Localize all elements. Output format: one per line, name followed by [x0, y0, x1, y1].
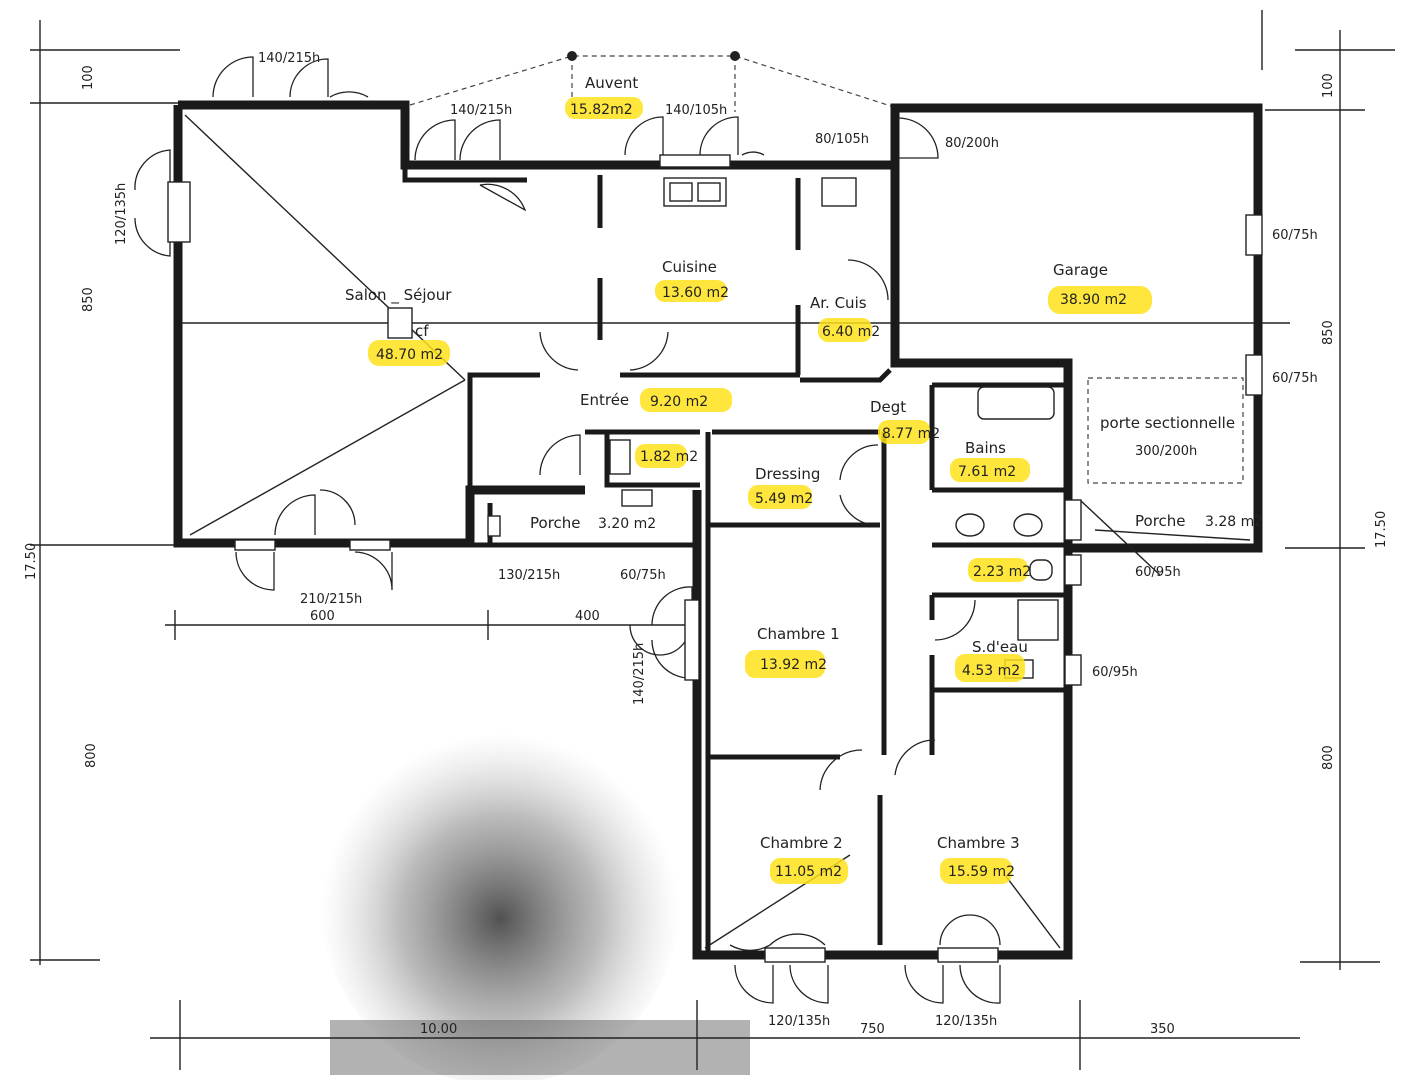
wc-2-bowl: [1029, 559, 1053, 581]
area-highlights: [368, 97, 1152, 884]
opening-label-vertical: 120/135h: [114, 183, 129, 245]
scan-smudge-base: [330, 1020, 750, 1075]
opening-label: 120/135h: [935, 1014, 997, 1029]
room-chambre2-area: 11.05 m2: [775, 864, 842, 880]
dim-left-total: 17.50: [24, 543, 39, 580]
room-labels: Auvent 15.82m2 Salon _ Séjour cf 48.70 m…: [345, 74, 1263, 880]
room-arcuis-area: 6.40 m2: [822, 324, 880, 340]
room-chambre3-area: 15.59 m2: [948, 864, 1015, 880]
dim-750: 750: [860, 1022, 885, 1037]
room-garage-area: 38.90 m2: [1060, 292, 1127, 308]
room-auvent-area: 15.82m2: [570, 102, 633, 118]
fixtures: [387, 177, 1059, 679]
room-porche-left-area: 3.20 m2: [598, 516, 656, 532]
room-chambre1-name: Chambre 1: [757, 625, 840, 643]
room-porche-right-area: 3.28 m2: [1205, 514, 1263, 530]
utility-sink: [821, 177, 857, 207]
opening-label: 140/215h: [258, 51, 320, 66]
room-entree-area: 9.20 m2: [650, 394, 708, 410]
bathtub: [977, 386, 1055, 420]
dimension-labels: 100 850 17.50 800 100 850 17.50 800 600 …: [24, 65, 1389, 1037]
dim-1000: 10.00: [420, 1022, 457, 1037]
room-dressing-area: 5.49 m2: [755, 491, 813, 507]
opening-label: 140/215h: [450, 103, 512, 118]
room-chambre2-name: Chambre 2: [760, 834, 843, 852]
room-chambre1-area: 13.92 m2: [760, 657, 827, 673]
opening-label: 60/75h: [1272, 228, 1318, 243]
dim-left-mid: 850: [81, 287, 96, 312]
windows: [167, 154, 1263, 963]
room-auvent-name: Auvent: [585, 74, 638, 92]
room-sdeau-area: 4.53 m2: [962, 663, 1020, 679]
room-arcuis-name: Ar. Cuis: [810, 294, 867, 312]
dim-400: 400: [575, 609, 600, 624]
room-deg-name: Degt: [870, 398, 906, 416]
interior-walls: [402, 165, 1065, 955]
opening-label: 60/75h: [1272, 371, 1318, 386]
opening-label: 60/75h: [620, 568, 666, 583]
sectional-door-label: porte sectionnelle: [1100, 414, 1235, 432]
room-salon-area: 48.70 m2: [376, 347, 443, 363]
opening-label-vertical: 140/215h: [632, 643, 647, 705]
opening-label: 210/215h: [300, 592, 362, 607]
room-bains-name: Bains: [965, 439, 1006, 457]
opening-label: 140/105h: [665, 103, 727, 118]
dim-right-mid: 850: [1321, 320, 1336, 345]
dim-right-bottom: 800: [1321, 745, 1336, 770]
room-garage-name: Garage: [1053, 261, 1108, 279]
scan-smudge: [320, 715, 680, 1080]
room-wc1-area: 1.82 m2: [640, 449, 698, 465]
opening-label: 60/95h: [1092, 665, 1138, 680]
opening-label: 80/200h: [945, 136, 999, 151]
room-porche-left-name: Porche: [530, 514, 581, 532]
room-deg-area: 8.77 m2: [882, 426, 940, 442]
room-wc2-area: 2.23 m2: [973, 564, 1031, 580]
dim-left-bottom: 800: [84, 743, 99, 768]
dim-350: 350: [1150, 1022, 1175, 1037]
room-cuisine-name: Cuisine: [662, 258, 717, 276]
room-dressing-name: Dressing: [755, 465, 820, 483]
opening-labels: 140/215h 140/215h 140/105h 80/105h 80/20…: [114, 51, 1318, 1029]
opening-label: 60/95h: [1135, 565, 1181, 580]
washbasin-2: [1013, 513, 1043, 537]
exterior-walls: [173, 100, 1263, 960]
room-chambre3-name: Chambre 3: [937, 834, 1020, 852]
room-bains-area: 7.61 m2: [958, 464, 1016, 480]
room-porche-right-name: Porche: [1135, 512, 1186, 530]
room-salon-cf: cf: [415, 322, 429, 340]
opening-label: 120/135h: [768, 1014, 830, 1029]
room-entree-name: Entrée: [580, 391, 629, 409]
auvent-canopy: [409, 51, 898, 112]
washbasin-1: [955, 513, 985, 537]
wc-1-bowl: [609, 439, 631, 475]
room-salon-name: Salon _ Séjour: [345, 286, 452, 305]
shower-tray: [1017, 599, 1059, 641]
opening-label: 80/105h: [815, 132, 869, 147]
sectional-door-zone: [1087, 377, 1244, 484]
room-sdeau-name: S.d'eau: [972, 638, 1028, 656]
dim-right-top: 100: [1321, 73, 1336, 98]
sectional-door-size: 300/200h: [1135, 444, 1197, 459]
salon-diagonals: [184, 114, 466, 536]
dim-600: 600: [310, 609, 335, 624]
dimension-lines: [30, 10, 1395, 1070]
dim-right-total: 17.50: [1374, 511, 1389, 548]
room-cuisine-area: 13.60 m2: [662, 285, 729, 301]
fireplace: [387, 307, 413, 339]
dim-left-top: 100: [81, 65, 96, 90]
opening-label: 130/215h: [498, 568, 560, 583]
